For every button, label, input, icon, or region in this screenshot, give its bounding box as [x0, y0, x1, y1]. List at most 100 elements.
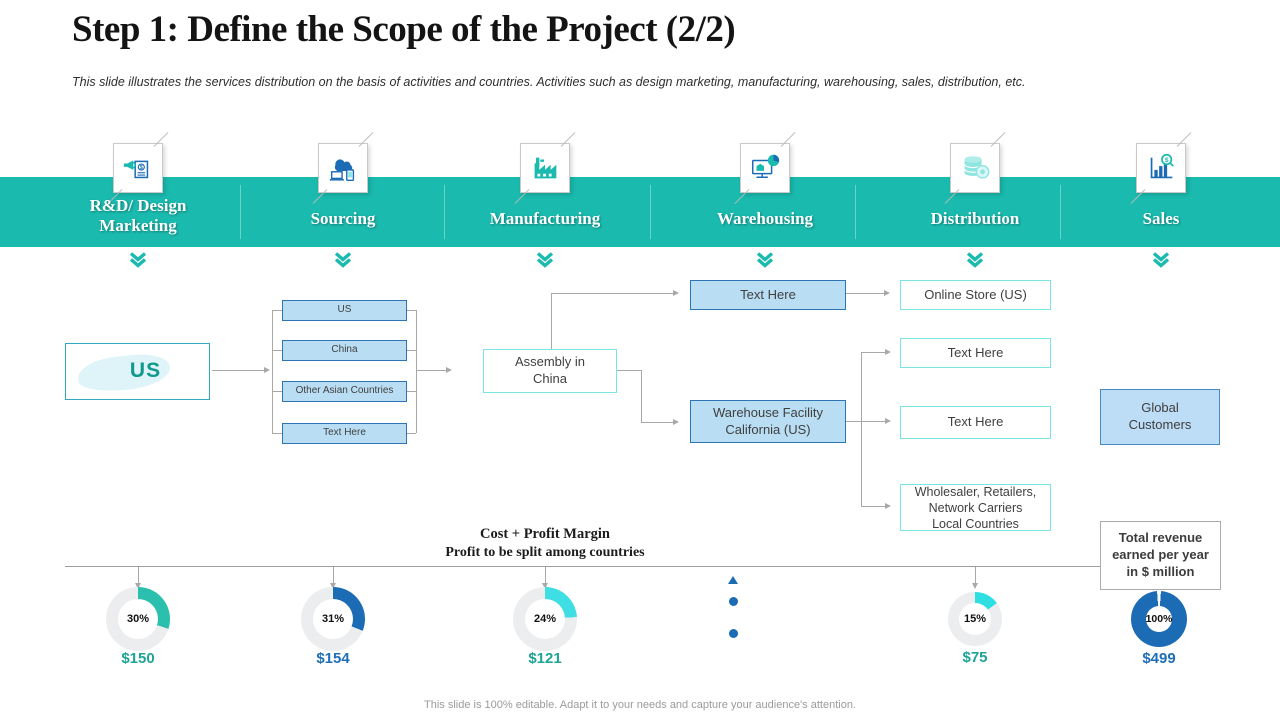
connector-line	[551, 293, 673, 294]
connector-line	[861, 506, 885, 507]
connector-line	[846, 293, 884, 294]
sales-icon: $	[1150, 153, 1174, 179]
sourcing-box-other-asian[interactable]: Other Asian Countries	[282, 381, 407, 402]
connector-line	[333, 567, 334, 583]
chevron-down-icon	[756, 252, 774, 268]
arrowhead	[446, 367, 452, 373]
wholesaler-retailers-box[interactable]: Wholesaler, Retailers, Network Carriers …	[900, 484, 1051, 531]
assembly-box[interactable]: Assembly in China	[483, 349, 617, 393]
online-store-box[interactable]: Online Store (US)	[900, 280, 1051, 310]
slide-footer: This slide is 100% editable. Adapt it to…	[424, 699, 856, 711]
chevron-down-icon	[966, 252, 984, 268]
connector-line	[861, 352, 862, 506]
donut-percent: 30%	[126, 613, 150, 625]
total-revenue-note: Total revenue earned per year in $ milli…	[1100, 521, 1221, 590]
connector-line	[138, 567, 139, 583]
distribution-text-here-box-2[interactable]: Text Here	[900, 406, 1051, 439]
manufacturing-icon	[534, 157, 557, 179]
connector-line	[861, 421, 885, 422]
connector-line	[212, 370, 264, 371]
connector-line	[545, 567, 546, 583]
connector-line	[975, 567, 976, 583]
warehouse-text-here-box[interactable]: Text Here	[690, 280, 846, 310]
donut-chart-sales-total: 100%	[1131, 591, 1187, 647]
connector-line	[407, 433, 416, 434]
sourcing-box-china[interactable]: China	[282, 340, 407, 361]
arrowhead-down	[541, 583, 548, 589]
connector-line	[407, 310, 416, 311]
arrowhead-down	[329, 583, 336, 589]
donut-percent: 24%	[533, 613, 557, 625]
connector-line	[407, 391, 416, 392]
distribution-text-here-box-1[interactable]: Text Here	[900, 338, 1051, 368]
sourcing-icon-card	[318, 143, 368, 193]
connector-line	[272, 310, 273, 433]
donut-hole	[525, 599, 565, 639]
column-label-distribution: Distribution	[930, 209, 1020, 228]
chevron-down-icon	[334, 252, 352, 268]
band-divider	[650, 185, 651, 239]
manufacturing-icon-card	[520, 143, 570, 193]
sales-icon-card: $	[1136, 143, 1186, 193]
connector-line	[846, 421, 861, 422]
sourcing-box-us[interactable]: US	[282, 300, 407, 321]
donut-hole	[959, 603, 991, 635]
page-title: Step 1: Define the Scope of the Project …	[72, 9, 736, 50]
donut-hole	[118, 599, 158, 639]
donut-percent: 31%	[321, 613, 345, 625]
donut-percent: 100%	[1145, 613, 1173, 625]
sourcing-box-text-here[interactable]: Text Here	[282, 423, 407, 444]
arrowhead	[264, 367, 270, 373]
band-divider	[444, 185, 445, 239]
connector-line	[617, 370, 641, 371]
donut-hole	[313, 599, 353, 639]
chevron-down-icon	[536, 252, 554, 268]
baseline-rule	[65, 566, 1100, 567]
chevron-down-icon	[129, 252, 147, 268]
donut-chart-sourcing: 31%	[301, 587, 365, 651]
connector-line	[272, 391, 282, 392]
donut-chart-manufacturing: 24%	[513, 587, 577, 651]
warehousing-icon	[751, 154, 780, 179]
slide-subtitle: This slide illustrates the services dist…	[72, 75, 1026, 89]
svg-text:$: $	[1165, 157, 1169, 164]
us-region-box[interactable]: US	[65, 343, 210, 400]
donut-value: $154	[316, 650, 350, 667]
warehouse-facility-box[interactable]: Warehouse Facility California (US)	[690, 400, 846, 443]
svg-text:$: $	[140, 165, 143, 171]
distribution-icon	[964, 156, 990, 179]
donut-value: $150	[121, 650, 155, 667]
band-divider	[855, 185, 856, 239]
donut-value: $121	[528, 650, 562, 667]
column-label-sourcing: Sourcing	[310, 209, 376, 228]
dot-marker	[728, 597, 738, 606]
connector-line	[416, 370, 446, 371]
chevron-down-icon	[1152, 252, 1170, 268]
process-band	[0, 177, 1280, 247]
sourcing-icon	[329, 159, 355, 181]
marketing-icon: $	[123, 160, 149, 179]
distribution-icon-card	[950, 143, 1000, 193]
donut-percent: 15%	[963, 613, 987, 625]
donut-chart-rd: 30%	[106, 587, 170, 651]
caption-line1: Cost + Profit Margin	[479, 526, 610, 542]
triangle-up-marker	[728, 576, 738, 584]
donut-chart-distribution: 15%	[948, 592, 1002, 646]
arrowhead-down	[971, 583, 978, 589]
us-region-label: US	[129, 359, 162, 383]
arrowhead	[885, 418, 891, 424]
arrowhead	[885, 349, 891, 355]
global-customers-box[interactable]: Global Customers	[1100, 389, 1220, 445]
warehousing-icon-card	[740, 143, 790, 193]
connector-line	[416, 310, 417, 433]
arrowhead	[884, 290, 890, 296]
donut-value: $75	[962, 649, 988, 666]
arrowhead	[673, 419, 679, 425]
connector-line	[272, 433, 282, 434]
connector-line	[272, 350, 282, 351]
donut-hole	[1146, 606, 1172, 632]
arrowhead	[673, 290, 679, 296]
marketing-icon-card: $	[113, 143, 163, 193]
arrowhead-down	[134, 583, 141, 589]
